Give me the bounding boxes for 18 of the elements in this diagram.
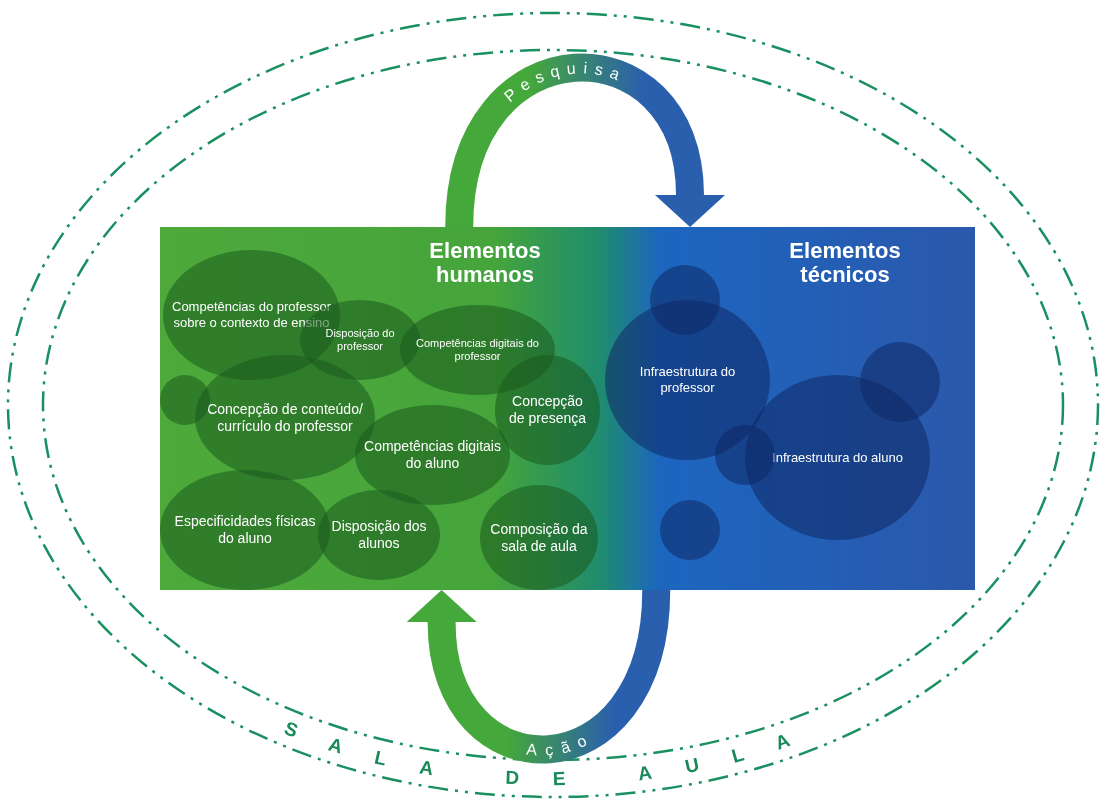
topic-label: Infraestrutura do professor (638, 364, 737, 396)
curved-arrow (445, 53, 725, 229)
topic-label: Concepção de conteúdo/ currículo do professor (206, 400, 364, 435)
blank-circle (715, 425, 775, 485)
panel-section (600, 227, 975, 590)
curved-arrow (406, 588, 671, 764)
section-heading: Elementos técnicos (788, 239, 902, 288)
blank-circle (160, 375, 210, 425)
section-heading: Elementos humanos (428, 239, 542, 288)
topic-label: Especificidades físicas do aluno (173, 513, 317, 547)
topic-label: Competências digitais do professor (415, 336, 540, 364)
topic-label: Disposição dos alunos (330, 518, 428, 552)
panel-section (160, 227, 600, 590)
blank-circle (660, 500, 720, 560)
topic-label: Concepção de presença (507, 393, 588, 427)
topic-label: Composição da sala de aula (489, 520, 589, 555)
topic-label: Infraestrutura do aluno (772, 449, 903, 466)
topic-label: Competências digitais do aluno (363, 438, 502, 472)
